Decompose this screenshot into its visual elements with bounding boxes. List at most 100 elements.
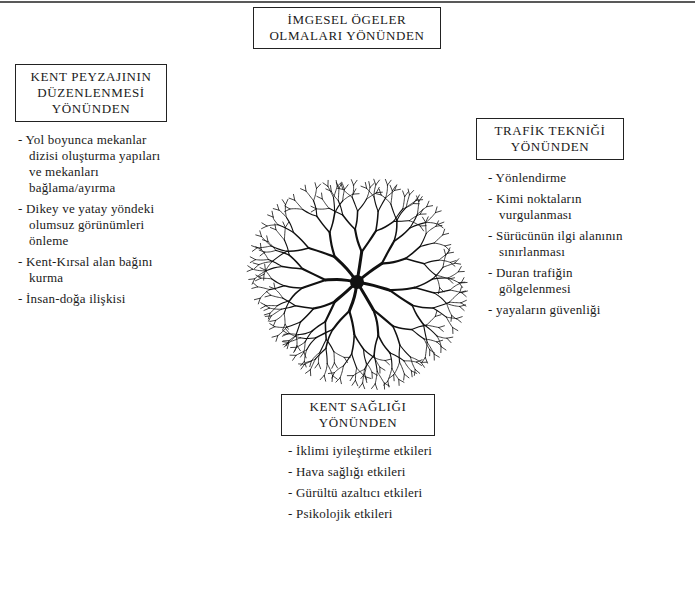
tree-branch — [264, 313, 270, 315]
tree-branch — [289, 255, 302, 269]
heading-text: TRAFİK TEKNİĞİ YÖNÜNDEN — [483, 123, 617, 155]
tree-branch — [393, 375, 394, 381]
tree-branch — [333, 311, 350, 329]
tree-branch — [304, 342, 305, 352]
tree-branch — [362, 231, 376, 252]
tree-crown — [247, 179, 467, 389]
tree-branch — [349, 311, 354, 334]
tree-branch — [265, 270, 271, 279]
tree-branch — [311, 352, 320, 361]
tree-branch — [275, 289, 283, 298]
tree-branch — [290, 208, 303, 210]
tree-branch — [262, 226, 267, 229]
tree-branch — [365, 377, 367, 383]
tree-branch — [441, 347, 446, 350]
tree-branch — [365, 363, 367, 374]
tree-branch — [271, 246, 287, 251]
tree-branch — [412, 330, 424, 339]
tree-branch — [390, 353, 392, 369]
tree-branch — [290, 288, 303, 301]
tree-branch — [398, 379, 399, 385]
tree-branch — [429, 350, 430, 356]
tree-branch — [333, 376, 338, 380]
tree-branch — [312, 322, 326, 332]
tree-branch — [355, 380, 357, 386]
tree-branch — [352, 334, 355, 354]
tree-branch — [436, 221, 439, 226]
item-list: - Yol boyunca mekanlar dizisi oluşturma … — [18, 132, 170, 312]
tree-branch — [379, 189, 381, 195]
tree-branch — [436, 275, 440, 288]
tree-branch — [439, 328, 444, 332]
tree-branch — [389, 290, 412, 305]
tree-branch — [277, 301, 289, 306]
tree-branch — [355, 368, 356, 380]
tree-branch — [374, 197, 378, 211]
tree-branch — [437, 340, 443, 342]
tree-branch — [424, 260, 439, 264]
tree-branch — [277, 204, 279, 210]
tree-branch — [343, 189, 352, 197]
tree-branch — [300, 352, 303, 357]
tree-branch — [295, 200, 303, 209]
tree-branch — [375, 384, 377, 390]
tree-branch — [338, 188, 340, 200]
tree-branch — [260, 268, 265, 271]
tree-branch — [436, 225, 442, 227]
tree-branch — [460, 291, 466, 293]
tree-branch — [322, 199, 329, 208]
tree-branch — [435, 207, 437, 213]
tree-branch — [424, 339, 437, 342]
tree-branch — [250, 260, 255, 263]
tree-branch — [333, 352, 335, 363]
tree-trunk — [350, 275, 364, 289]
tree-branch — [449, 279, 453, 283]
tree-branch — [440, 347, 441, 353]
tree-branch — [267, 225, 278, 226]
tree-branch — [434, 293, 447, 304]
tree-branch — [285, 209, 290, 212]
tree-branch — [382, 259, 406, 264]
tree-branch — [388, 369, 392, 381]
tree-branch — [364, 349, 367, 363]
tree-branch — [283, 343, 289, 345]
tree-branch — [327, 364, 332, 376]
tree-branch — [394, 220, 397, 241]
tree-branch — [286, 199, 288, 204]
tree-branch — [304, 350, 306, 361]
tree-branch — [375, 193, 381, 195]
tree-branch — [252, 279, 255, 284]
tree-branch — [334, 363, 337, 368]
tree-branch — [355, 211, 357, 229]
tree-branch — [374, 179, 376, 185]
tree-branch — [354, 180, 357, 185]
tree-branch — [320, 339, 326, 352]
tree-branch — [422, 217, 425, 222]
tree-branch — [334, 366, 343, 373]
tree-branch — [332, 376, 333, 382]
tree-branch — [443, 229, 445, 235]
tree-branch — [311, 206, 316, 209]
tree-branch — [444, 249, 446, 255]
heading-text: İMGESEL ÖGELER OLMALARI YÖNÜNDEN — [260, 12, 434, 44]
tree-branch — [461, 278, 464, 283]
tree-branch — [289, 335, 296, 343]
tree-branch — [323, 183, 328, 186]
tree-branch — [290, 355, 296, 356]
tree-branch — [404, 374, 409, 378]
tree-branch — [435, 315, 441, 317]
tree-branch — [358, 199, 367, 211]
tree-branch — [426, 213, 436, 223]
tree-branch — [318, 352, 319, 363]
tree-branch — [262, 223, 267, 226]
tree-branch — [301, 361, 305, 366]
tree-branch — [316, 208, 329, 210]
top-rule — [0, 1, 695, 3]
tree-branch — [295, 346, 297, 352]
list-item: - yayaların güvenliği — [488, 302, 640, 318]
tree-branch — [461, 303, 466, 306]
tree-branch — [435, 211, 441, 213]
tree-branch — [332, 363, 335, 368]
tree-branch — [261, 278, 272, 280]
